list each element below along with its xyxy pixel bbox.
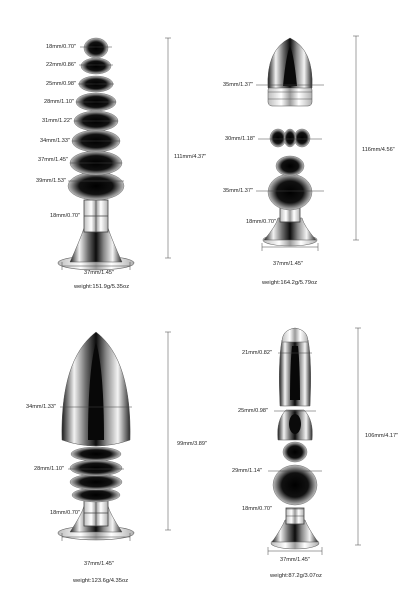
p1-diameter-label-7: 37mm/1.45"	[38, 157, 68, 163]
p1-diameter-label-2: 22mm/0.86"	[46, 62, 76, 68]
p4-base-width-label: 37mm/1.45"	[280, 557, 310, 563]
p2-diameter-label-1: 35mm/1.37"	[223, 82, 253, 88]
p2-diameter-label-2: 30mm/1.18"	[225, 136, 255, 142]
product-3-illustration	[57, 331, 171, 541]
p3-base-width-label: 37mm/1.45"	[84, 561, 114, 567]
product-4-illustration	[267, 327, 361, 555]
p4-weight-label: weight:87.2g/3.07oz	[270, 573, 322, 579]
p3-diameter-label-1: 34mm/1.33"	[26, 404, 56, 410]
p3-neck-label: 18mm/0.70"	[50, 510, 80, 516]
p4-neck-label: 18mm/0.70"	[242, 506, 272, 512]
p1-neck-label: 18mm/0.70"	[50, 213, 80, 219]
p1-weight-label: weight:151.9g/5.35oz	[74, 284, 130, 290]
p1-base-width-label: 37mm/1.45"	[84, 270, 114, 276]
p1-diameter-label-8: 39mm/1.53"	[36, 178, 66, 184]
p2-height-label: 116mm/4.56"	[362, 147, 395, 153]
product-2-illustration	[256, 35, 359, 251]
p4-diameter-label-3: 29mm/1.14"	[232, 468, 262, 474]
p1-height-label: 111mm/4.37"	[174, 154, 207, 160]
p2-weight-label: weight:164.2g/5.79oz	[262, 280, 318, 286]
p3-weight-label: weight:123.6g/4.35oz	[73, 578, 129, 584]
p2-diameter-label-3: 35mm/1.37"	[223, 188, 253, 194]
p1-diameter-label-6: 34mm/1.33"	[40, 138, 70, 144]
p4-height-label: 106mm/4.17"	[365, 433, 399, 439]
p1-diameter-label-1: 18mm/0.70"	[46, 44, 76, 50]
p3-height-label: 99mm/3.89"	[177, 441, 207, 447]
p2-neck-label: 18mm/0.70"	[246, 219, 276, 225]
p4-diameter-label-2: 25mm/0.98"	[238, 408, 268, 414]
p1-diameter-label-3: 25mm/0.98"	[46, 81, 76, 87]
p3-diameter-label-2: 28mm/1.10"	[34, 466, 64, 472]
p1-diameter-label-4: 28mm/1.10"	[44, 99, 74, 105]
p2-base-width-label: 37mm/1.45"	[273, 261, 303, 267]
p1-diameter-label-5: 31mm/1.22"	[42, 118, 72, 124]
product-1-illustration	[57, 37, 171, 271]
p4-diameter-label-1: 21mm/0.82"	[242, 350, 272, 356]
